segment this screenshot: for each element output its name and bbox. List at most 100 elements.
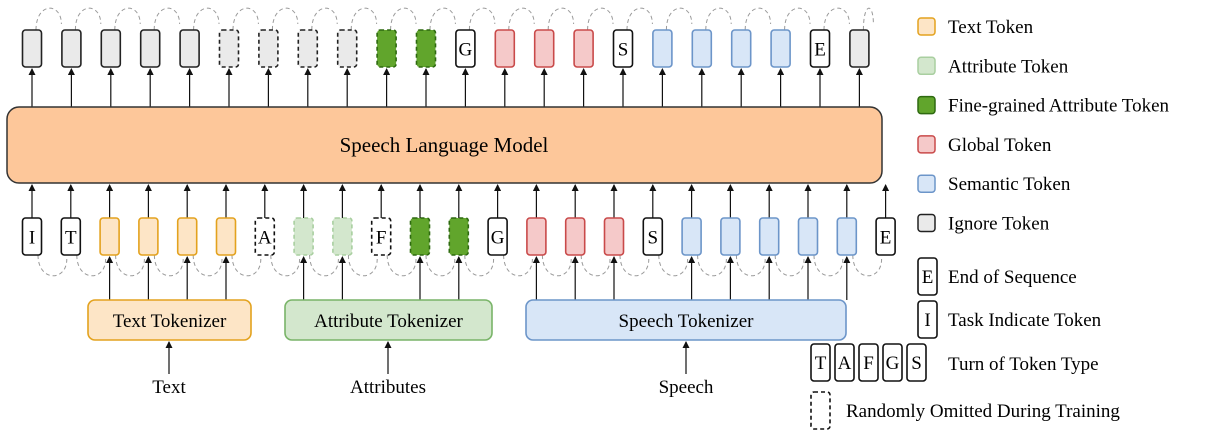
feedback-loop-top <box>153 7 181 31</box>
input-token-6-box <box>215 217 237 256</box>
feedback-loop-top <box>626 7 653 31</box>
legend-swatch <box>917 135 936 154</box>
legend-swatch <box>917 56 936 76</box>
input-token-23-box <box>875 217 896 256</box>
feedback-loop-top <box>311 7 338 31</box>
feedback-loop-bottom <box>231 254 262 277</box>
legend-item-text: Text Token <box>917 17 1034 38</box>
feedback-loop-top <box>508 7 535 31</box>
speech-language-model-label: Speech Language Model <box>340 133 549 157</box>
output-token-8-box <box>297 29 319 68</box>
output-token-16-box <box>612 29 634 68</box>
feedback-loop-top <box>114 7 141 31</box>
input-token-18-box <box>681 217 702 256</box>
output-token-19-box <box>730 29 752 68</box>
input-token-10-box <box>370 217 392 256</box>
legend-item-ign: Ignore Token <box>917 214 1050 235</box>
feedback-loop-top <box>587 7 614 31</box>
feedback-loop-bottom <box>619 254 650 277</box>
legend-turn-a-box <box>834 343 855 382</box>
output-token-14 <box>533 29 555 68</box>
input-token-14-box <box>526 217 547 256</box>
output-token-3-box <box>100 29 122 68</box>
input-token-13-letter: G <box>491 228 505 249</box>
attr-input-label: Attributes <box>350 377 426 398</box>
output-token-13-box <box>494 29 516 68</box>
legend-item-randomly-omitted: Randomly Omitted During Training <box>810 391 1120 430</box>
feedback-loop-top <box>390 7 417 31</box>
input-token-3-box <box>99 217 120 256</box>
input-token-7-box <box>254 217 276 256</box>
text-tokenizer-label: Text Tokenizer <box>113 311 227 332</box>
output-token-9-box <box>336 29 358 68</box>
input-token-10: F <box>370 217 392 256</box>
feedback-loop-bottom <box>774 254 805 277</box>
feedback-loop-bottom <box>153 254 184 277</box>
legend-label: Text Token <box>948 17 1034 38</box>
input-token-3 <box>99 217 120 256</box>
feedback-loop-bottom <box>697 254 727 277</box>
legend-task-letter: I <box>924 310 930 331</box>
feedback-loop-bottom <box>658 254 689 277</box>
legend-label: End of Sequence <box>948 267 1077 288</box>
legend-eos-box <box>917 257 938 296</box>
legend-label: Attribute Token <box>948 56 1069 77</box>
legend-item-end-of-sequence: E End of Sequence <box>917 257 1077 296</box>
output-token-11-box <box>415 29 437 68</box>
legend-item-fine: Fine-grained Attribute Token <box>917 96 1169 117</box>
input-token-1-box <box>21 217 43 256</box>
input-token-16-box <box>603 217 625 256</box>
input-token-15-box <box>564 217 586 256</box>
input-token-13-box <box>487 217 508 256</box>
input-token-11-box <box>409 217 431 256</box>
legend-item-sem: Semantic Token <box>917 174 1071 195</box>
feedback-loop-bottom <box>115 254 145 277</box>
output-token-7 <box>258 29 279 68</box>
legend-eos-letter: E <box>922 267 934 288</box>
input-token-9-box <box>332 217 353 256</box>
input-token-11 <box>409 217 431 256</box>
legend-swatch <box>917 174 936 193</box>
input-token-7-letter: A <box>258 228 272 249</box>
feedback-loop-top <box>468 7 496 31</box>
feedback-loop-bottom <box>347 254 378 277</box>
feedback-loop-bottom <box>425 254 456 277</box>
feedback-loop-bottom <box>541 254 572 277</box>
feedback-loop-top <box>547 7 575 31</box>
output-token-17 <box>652 29 673 68</box>
feedback-loop-top <box>350 7 378 31</box>
input-token-4 <box>138 217 159 256</box>
input-token-6 <box>215 217 237 256</box>
feedback-loop-top <box>193 7 220 31</box>
input-token-17-letter: S <box>648 228 659 249</box>
output-token-16-letter: S <box>618 40 629 61</box>
input-token-16 <box>603 217 625 256</box>
input-token-7: A <box>254 217 276 256</box>
output-token-5 <box>179 29 200 68</box>
legend-turn-a-letter: A <box>838 353 852 374</box>
input-token-19-box <box>720 217 741 256</box>
feedback-loop-top <box>784 7 811 31</box>
input-token-14 <box>526 217 547 256</box>
feedback-loop-bottom <box>309 254 339 277</box>
input-token-15 <box>564 217 586 256</box>
speech-input-label: Speech <box>659 377 714 398</box>
legend-swatch <box>917 17 936 36</box>
output-token-7-box <box>258 29 279 68</box>
legend-item-global: Global Token <box>917 135 1052 156</box>
output-token-8 <box>297 29 319 68</box>
attr-tokenizer-label: Attribute Tokenizer <box>314 311 463 332</box>
input-token-21-box <box>797 217 819 256</box>
attr-tokenizer-box <box>284 299 493 341</box>
legend-turn-t-box <box>810 343 831 382</box>
input-token-22-box <box>836 217 858 256</box>
feedback-loop-bottom <box>270 254 301 277</box>
input-token-9 <box>332 217 353 256</box>
output-token-16: S <box>612 29 634 68</box>
legend-label: Global Token <box>948 135 1052 156</box>
output-token-10-box <box>376 29 397 68</box>
legend-task-box <box>917 300 938 339</box>
feedback-loop-bottom <box>852 254 883 277</box>
